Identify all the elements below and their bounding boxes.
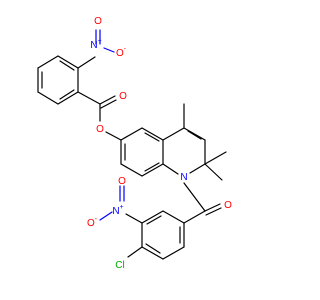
ester-o-double-label: O <box>119 91 127 102</box>
nitro-bottom-o-double-label: O <box>118 176 126 187</box>
ring-n-label: N <box>180 172 187 183</box>
ester-group: O O <box>77 91 127 141</box>
chlorine-substituent: Cl <box>115 246 143 271</box>
chlorine-label: Cl <box>115 260 124 271</box>
amide-group: O <box>183 182 232 224</box>
amide-o-label: O <box>224 200 232 211</box>
nitro-group-bottom: N+ O O- <box>87 176 143 229</box>
nitro-top-o-single-label: O- <box>116 46 127 59</box>
quinoline-benzo-ring <box>120 127 164 177</box>
dihydropyridine-ring: N <box>162 103 227 183</box>
nitro-top-n-label: N+ <box>90 38 101 51</box>
nitro-bottom-o-single-label: O- <box>87 216 98 229</box>
benzoate-ring <box>37 55 79 105</box>
nitro-bottom-n-label: N+ <box>112 204 123 217</box>
nitro-group-top: N+ O O- <box>77 16 127 69</box>
nitro-top-o-double-label: O <box>94 16 102 27</box>
ester-o-single-label: O <box>96 124 104 135</box>
chloronitrophenyl-ring <box>141 210 185 260</box>
molecule-structure-diagram: N+ O O- O O <box>37 16 232 271</box>
